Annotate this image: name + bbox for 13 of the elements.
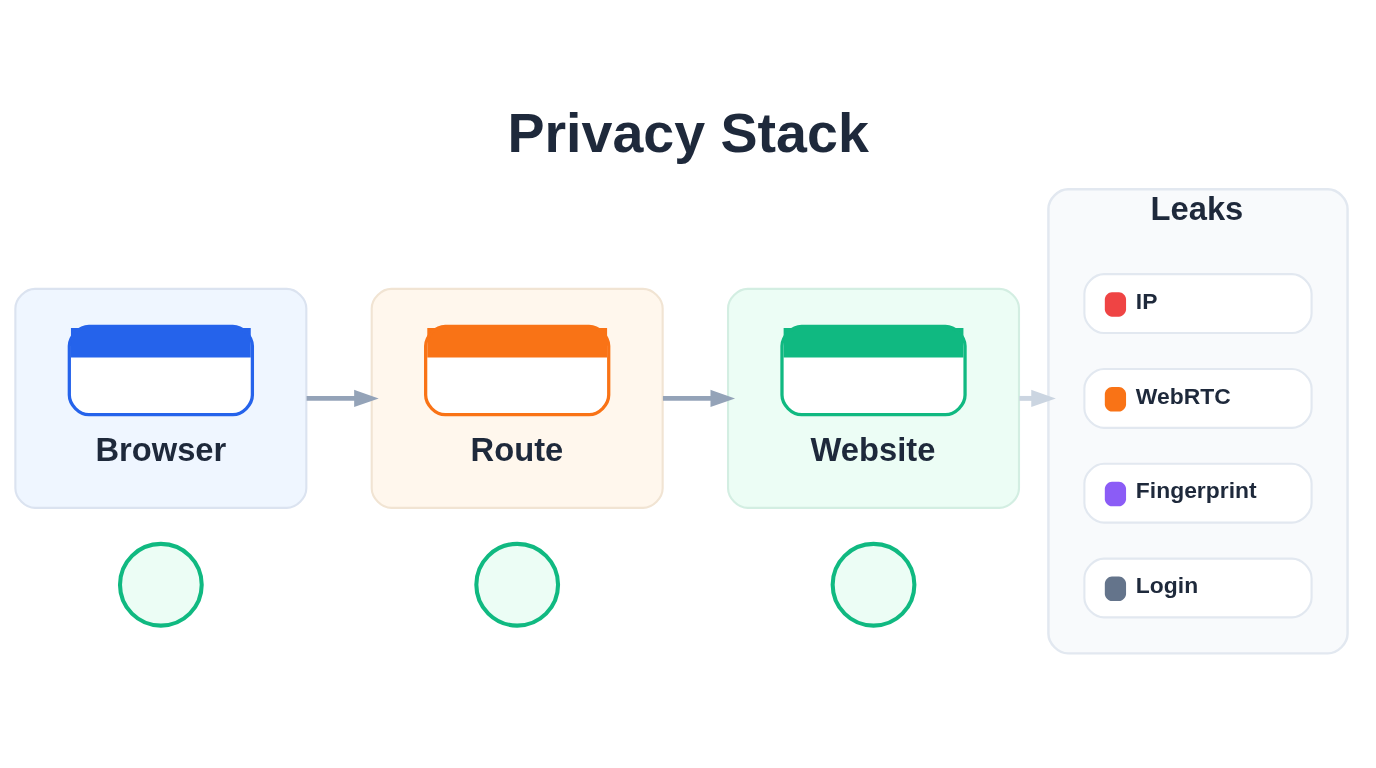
arrow [306,389,379,407]
node-circle [830,541,917,628]
node-box: Browser [14,287,308,509]
node-circle [117,541,204,628]
node-box: Login [1083,557,1313,618]
node-box: Fingerprint [1083,462,1313,524]
arrow [662,389,736,407]
node-box: Website [727,287,1021,509]
node-box: Route [370,287,664,509]
node-circle [474,541,561,628]
diagram-title: Privacy Stack [507,101,869,164]
node-box: WebRTC [1083,367,1313,429]
node-box: IP [1083,272,1313,334]
